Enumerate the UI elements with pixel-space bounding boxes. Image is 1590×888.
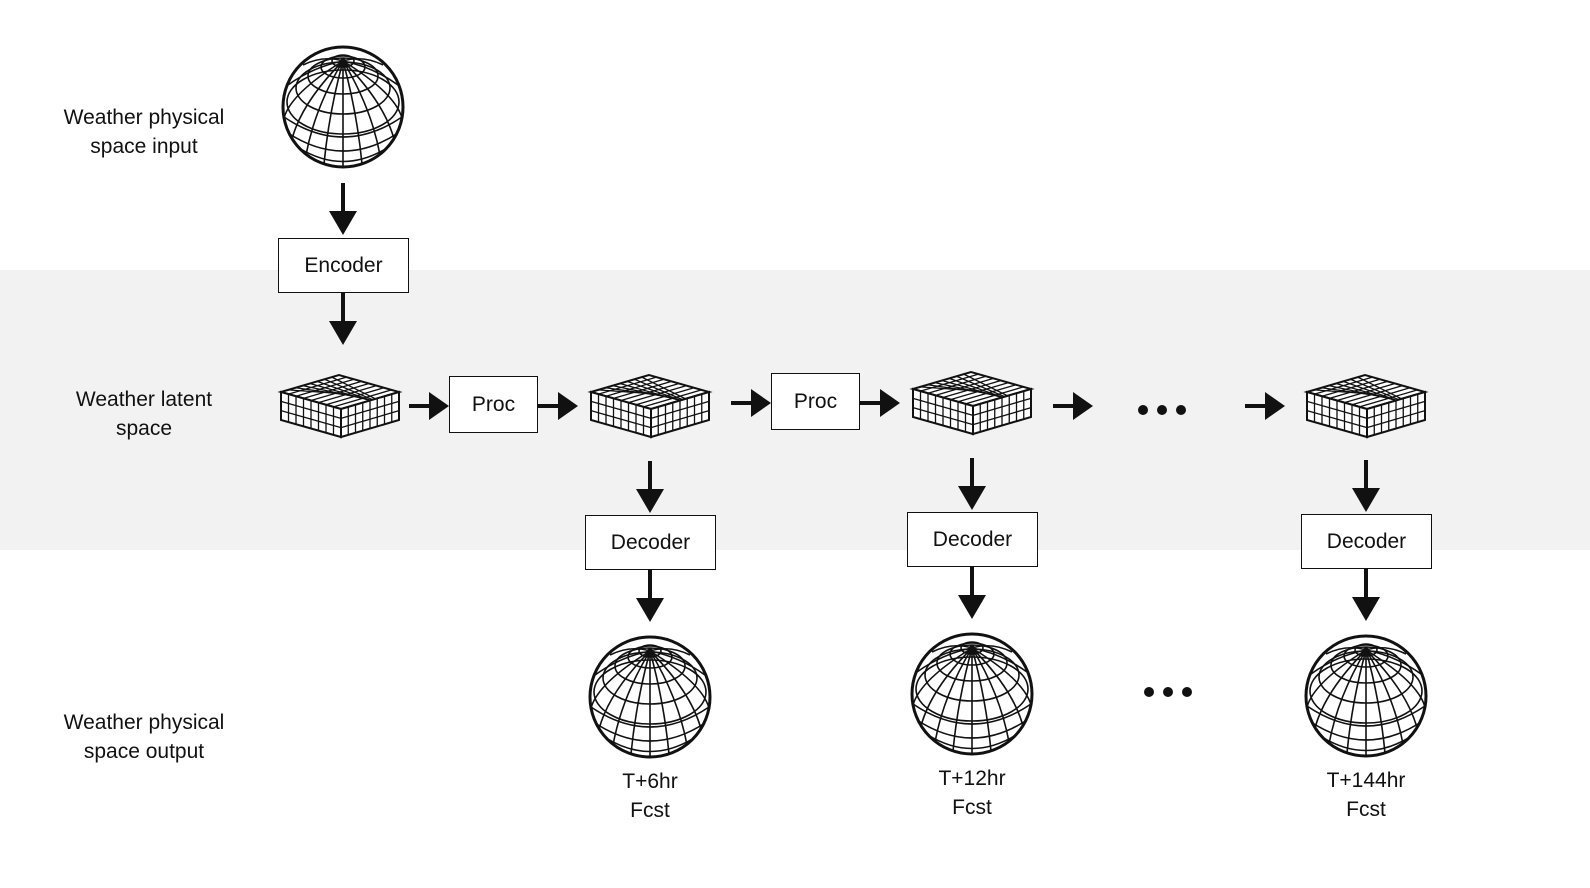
- latent-grid-icon: [912, 371, 1032, 435]
- arrow-down-icon: [327, 181, 359, 237]
- forecast-kind: Fcst: [952, 796, 992, 819]
- latent-grid-icon: [280, 374, 400, 438]
- forecast-caption: T+144hr Fcst: [1286, 766, 1446, 824]
- row-label-line: Weather physical: [63, 106, 225, 129]
- row-label-line: space input: [90, 135, 198, 158]
- arrow-right-icon: [729, 387, 773, 419]
- arrow-right-icon: [536, 390, 580, 422]
- decoder-block: Decoder: [907, 512, 1038, 567]
- arrow-down-icon: [634, 459, 666, 515]
- decoder-block: Decoder: [1301, 514, 1432, 569]
- input-globe-icon: [281, 45, 405, 169]
- latent-grid-icon: [1306, 374, 1426, 438]
- arrow-down-icon: [634, 568, 666, 624]
- forecast-kind: Fcst: [1346, 798, 1386, 821]
- latent-grid-icon: [590, 374, 710, 438]
- output-globe-icon: [588, 635, 712, 759]
- arrow-right-icon: [858, 387, 902, 419]
- decoder-block: Decoder: [585, 515, 716, 570]
- proc-block: Proc: [771, 373, 860, 430]
- arrow-down-icon: [327, 291, 359, 347]
- arrow-down-icon: [1350, 567, 1382, 623]
- ellipsis-icon: [1144, 687, 1192, 697]
- row-label-latent: Weather latent space: [24, 385, 264, 443]
- arrow-down-icon: [956, 456, 988, 512]
- row-label-line: space output: [83, 740, 205, 763]
- forecast-lead: T+12hr: [938, 767, 1006, 790]
- arrow-down-icon: [1350, 458, 1382, 514]
- row-label-line: Weather latent: [75, 388, 213, 411]
- forecast-caption: T+6hr Fcst: [570, 767, 730, 825]
- row-label-line: space: [115, 417, 173, 440]
- forecast-kind: Fcst: [630, 799, 670, 822]
- arrow-right-icon: [1051, 390, 1095, 422]
- output-globe-icon: [1304, 634, 1428, 758]
- forecast-lead: T+6hr: [622, 770, 678, 793]
- output-globe-icon: [910, 632, 1034, 756]
- forecast-caption: T+12hr Fcst: [892, 764, 1052, 822]
- arrow-right-icon: [407, 390, 451, 422]
- arrow-right-icon: [1243, 390, 1287, 422]
- row-label-output: Weather physical space output: [24, 708, 264, 766]
- arrow-down-icon: [956, 565, 988, 621]
- ellipsis-icon: [1138, 405, 1186, 415]
- row-label-line: Weather physical: [63, 711, 225, 734]
- forecast-lead: T+144hr: [1326, 769, 1406, 792]
- row-label-input: Weather physical space input: [24, 103, 264, 161]
- proc-block: Proc: [449, 376, 538, 433]
- encoder-block: Encoder: [278, 238, 409, 293]
